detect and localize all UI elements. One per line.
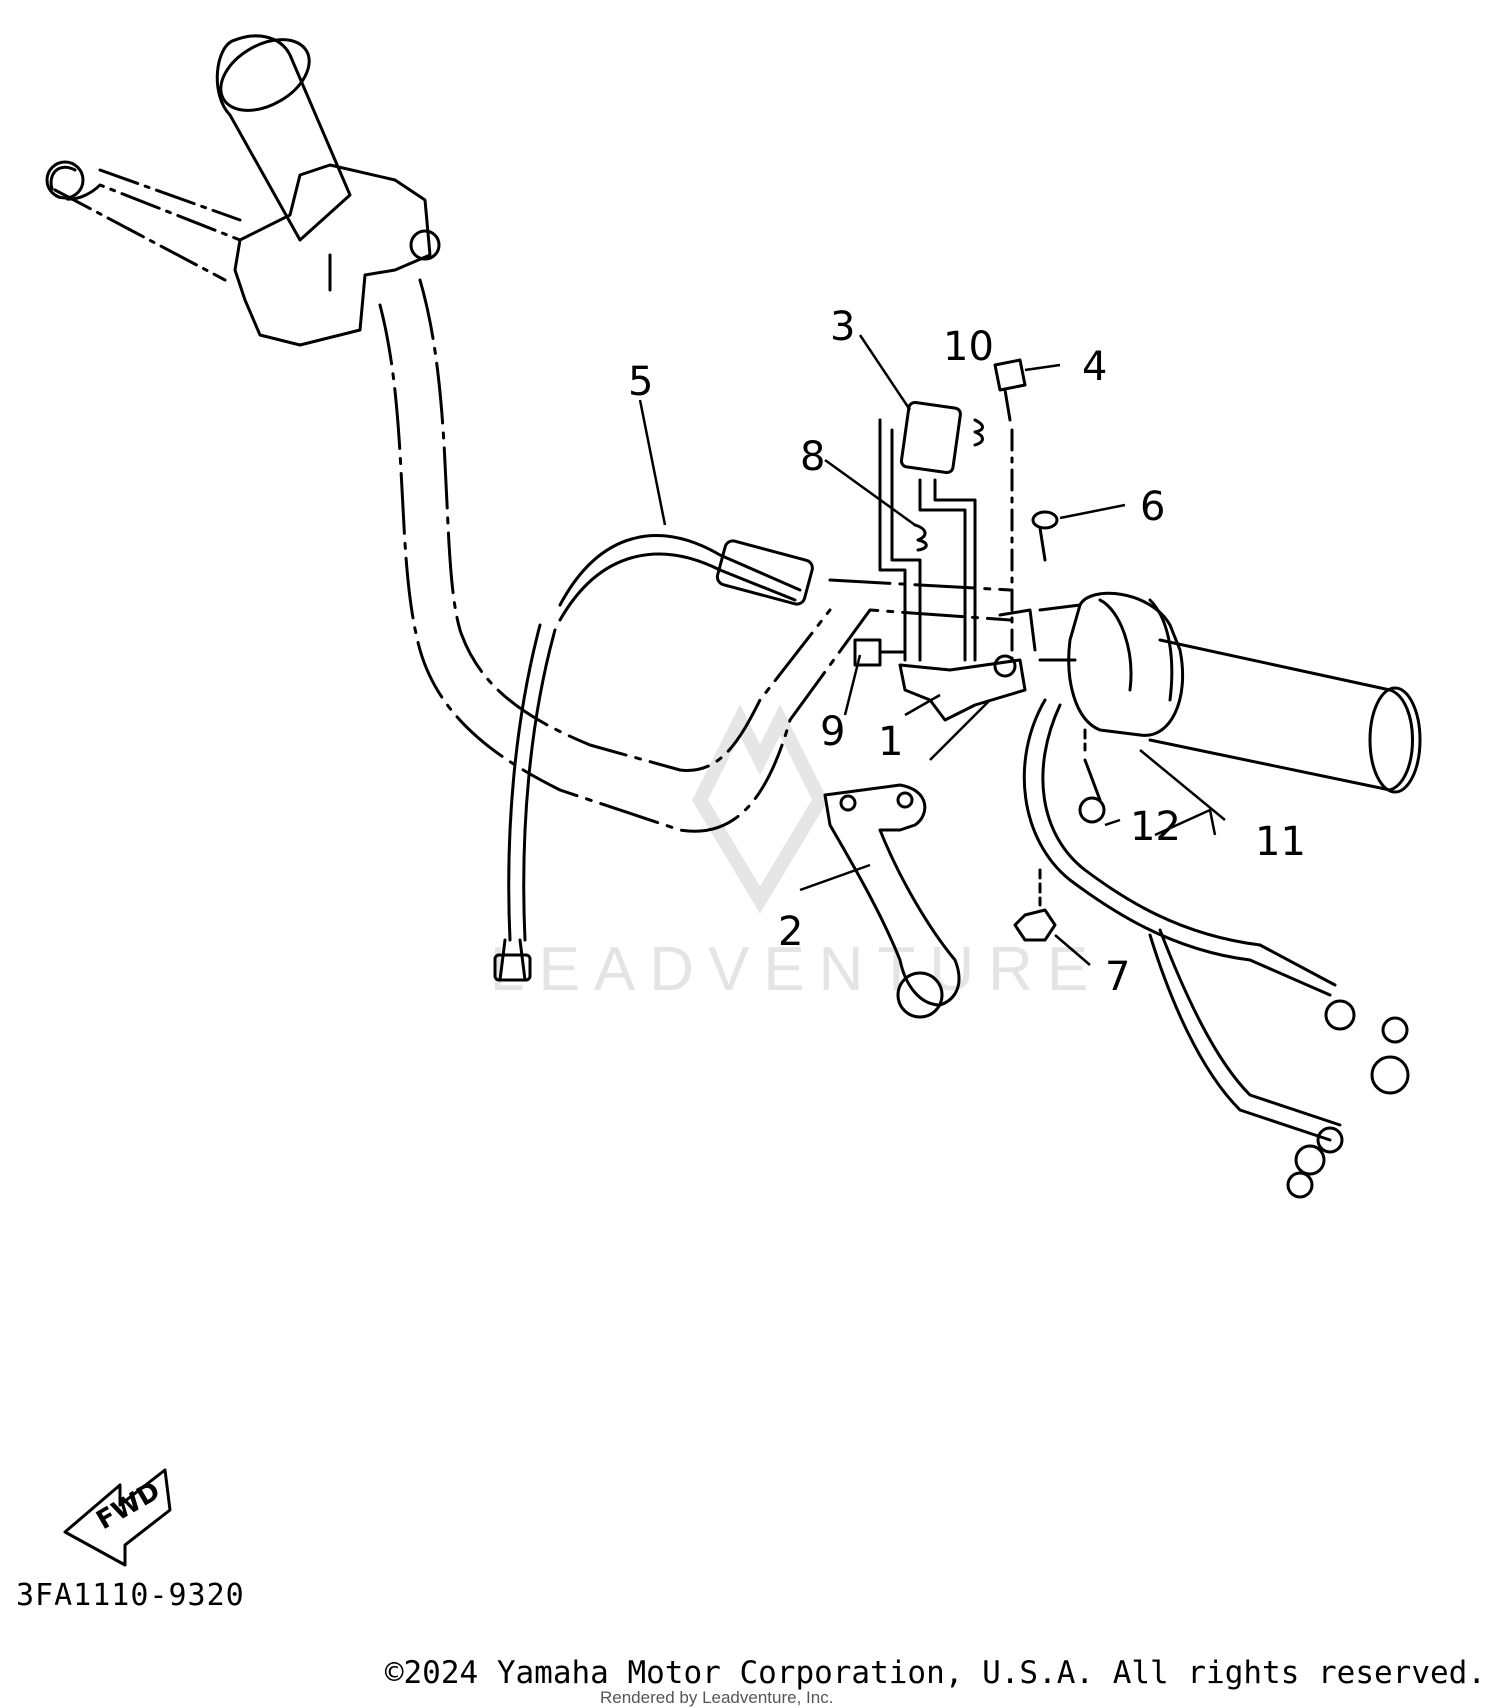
watermark: LEADVENTURE [490, 704, 1102, 1004]
callout-2: 2 [778, 909, 803, 955]
fwd-label: FWD [92, 1476, 166, 1536]
spring-part-10 [973, 418, 984, 447]
bolt-part-4 [993, 358, 1027, 662]
copyright-notice: ©2024 Yamaha Motor Corporation, U.S.A. A… [384, 1655, 1486, 1691]
fwd-arrow-icon [63, 1468, 172, 1567]
callout-9: 9 [820, 709, 845, 755]
callout-12: 12 [1130, 804, 1181, 850]
diagram-code: 3FA1110-9320 [16, 1578, 245, 1613]
rendered-by-notice: Rendered by Leadventure, Inc. [600, 1688, 834, 1707]
right-grip [1148, 638, 1422, 794]
handlebar [378, 278, 1012, 833]
screw-part-12 [1078, 728, 1106, 824]
leader-lines [638, 334, 1226, 966]
left-grip [215, 34, 352, 242]
watermark-text: LEADVENTURE [490, 935, 1102, 1004]
switch-part-3 [878, 400, 977, 662]
spring-part-8 [913, 523, 928, 552]
callouts: 3 10 4 5 8 6 9 1 12 11 2 7 [628, 304, 1306, 1000]
switch-wire-harness [1022, 698, 1410, 1199]
callout-1: 1 [878, 719, 903, 765]
callout-5: 5 [628, 359, 653, 405]
callout-11: 11 [1255, 819, 1306, 865]
screw-part-6 [1031, 510, 1059, 562]
lever-holder-part-1 [898, 608, 1037, 722]
callout-10: 10 [943, 324, 994, 370]
callout-4: 4 [1082, 344, 1107, 390]
clutch-cable-part-5 [493, 534, 814, 982]
brake-lever-part-2 [823, 783, 961, 1019]
left-lever [49, 166, 242, 282]
nut-part-7 [1013, 868, 1057, 942]
watermark-logo-icon [692, 704, 828, 914]
callout-7: 7 [1105, 954, 1130, 1000]
right-switch-housing [1038, 591, 1185, 737]
left-lever-ball [45, 160, 85, 200]
callout-6: 6 [1140, 484, 1165, 530]
callout-8: 8 [800, 434, 825, 480]
callout-3: 3 [830, 304, 855, 350]
bolt-part-9 [853, 638, 907, 667]
left-lever-holder [233, 163, 441, 347]
